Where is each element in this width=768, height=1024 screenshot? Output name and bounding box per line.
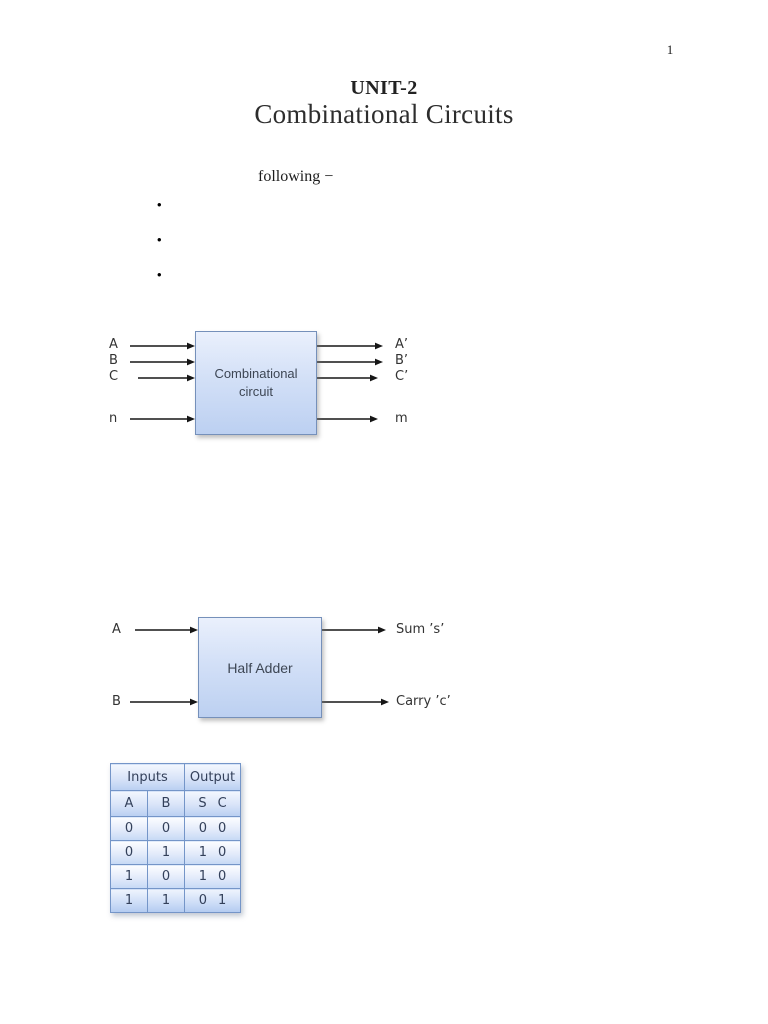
cell-b: 1 [147,840,185,865]
cell-sc: 0 1 [184,888,241,913]
combinational-arrow-lines [130,342,383,423]
label-output-b-prime: B’ [395,353,409,368]
label-output-carry: Carry ’c’ [396,694,451,709]
table-row: 0 1 1 0 [110,840,241,865]
bullet-point: • [157,232,162,247]
cell-s: 1 [198,869,207,884]
cell-a: 0 [110,816,148,841]
following-text: following − [258,168,334,185]
cell-sc: 0 0 [184,816,241,841]
cell-a: 1 [110,888,148,913]
half-adder-box-label: Half Adder [227,659,293,676]
half-adder-truth-table: Inputs Output A B S C 0 0 [110,763,241,913]
half-adder-box: Half Adder [198,617,322,718]
cell-c: 0 [218,869,227,884]
bullet-point: • [157,197,162,212]
column-header-b: B [147,790,185,817]
cell-sc: 1 0 [184,864,241,889]
cell-s: 1 [198,845,207,860]
column-header-s: S [198,796,207,811]
label-input-c: C [109,369,119,384]
label-output-sum: Sum ’s’ [396,622,445,637]
combinational-circuit-box: Combinational circuit [195,331,317,435]
column-header-sc: S C [184,790,241,817]
cell-c: 1 [218,893,227,908]
combinational-box-label-line2: circuit [239,384,273,399]
unit-title: UNIT-2 [350,77,418,99]
cell-b: 0 [147,864,185,889]
cell-b: 1 [147,888,185,913]
label-output-c-prime: C’ [395,369,409,384]
label-output-a-prime: A’ [395,337,409,352]
table-row: 0 0 0 0 [110,816,241,841]
label-input-b: B [109,353,118,368]
half-adder-arrow-lines [130,626,389,706]
table-subheader-row: A B S C [110,790,241,817]
cell-c: 0 [218,821,227,836]
header-output: Output [184,763,241,791]
label-input-n: n [109,411,118,426]
cell-a: 0 [110,840,148,865]
label-input-b: B [112,694,121,709]
column-header-a: A [110,790,148,817]
cell-s: 0 [198,821,207,836]
table-header-row: Inputs Output [110,763,241,791]
cell-sc: 1 0 [184,840,241,865]
header-inputs: Inputs [110,763,185,791]
cell-b: 0 [147,816,185,841]
page-number: 1 [666,42,674,57]
combinational-box-label-line1: Combinational [214,366,298,381]
label-input-a: A [112,622,121,637]
cell-a: 1 [110,864,148,889]
column-header-c: C [217,796,227,811]
page-title: Combinational Circuits [254,99,514,129]
cell-s: 0 [198,893,207,908]
table-row: 1 1 0 1 [110,888,241,913]
cell-c: 0 [218,845,227,860]
table-row: 1 0 1 0 [110,864,241,889]
label-output-m: m [395,411,408,426]
bullet-point: • [157,267,162,282]
label-input-a: A [109,337,118,352]
